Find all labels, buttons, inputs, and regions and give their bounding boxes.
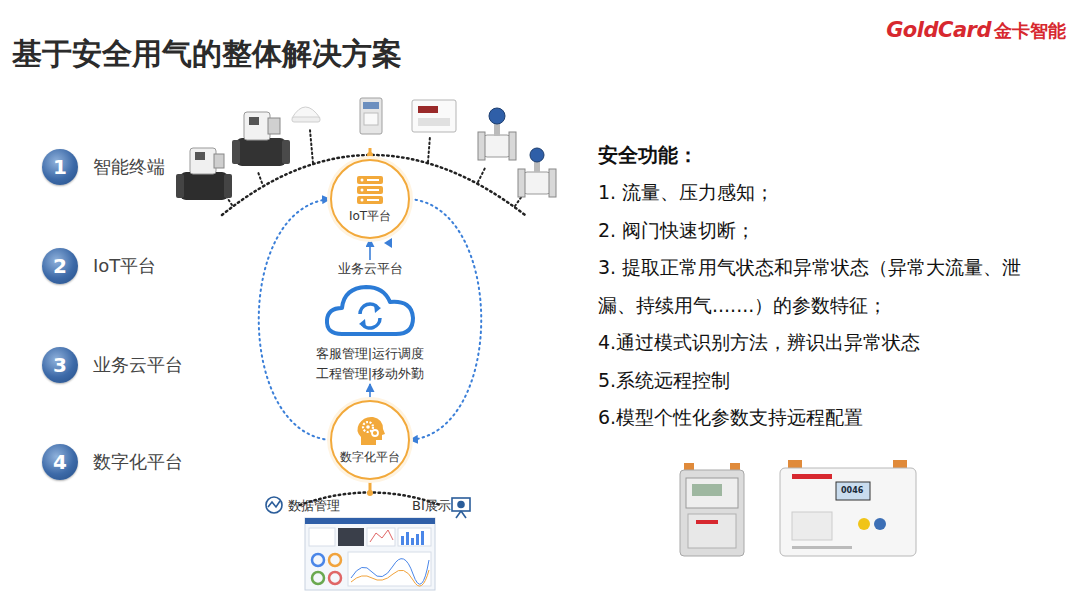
list-step: 2 IoT平台	[42, 248, 156, 284]
cloud-platform: 业务云平台客服管理|运行调度工程管理|移动外勤	[295, 260, 445, 384]
platform-label: IoT平台	[349, 208, 391, 225]
server-icon	[353, 174, 387, 206]
caption-label: 数据管理	[288, 497, 340, 515]
list-item: 5.系统远程控制	[598, 362, 1023, 400]
step-label: 智能终端	[93, 155, 165, 179]
sensor-device	[292, 107, 320, 122]
valve-device	[176, 148, 232, 200]
service-line: 客服管理|运行调度	[316, 344, 424, 364]
logo-text: 金卡智能	[994, 19, 1066, 43]
step-label: 数字化平台	[93, 450, 183, 474]
list-step: 3 业务云平台	[42, 347, 183, 383]
platform-circle: 数字化平台	[330, 400, 410, 480]
list-heading: 安全功能：	[598, 137, 1023, 174]
gear-head-icon	[353, 415, 387, 447]
controller-device	[412, 100, 456, 132]
list-item: 1. 流量、压力感知；	[598, 174, 1023, 212]
gas-meter	[680, 463, 744, 556]
logo-text: GoldCard	[886, 18, 991, 42]
flowmeter-device	[518, 148, 556, 197]
list-item: 4.通过模式识别方法，辨识出异常状态	[598, 324, 1023, 362]
list-step: 1 智能终端	[42, 149, 165, 185]
dashboard-screenshot	[305, 518, 435, 590]
list-item: 2. 阀门快速切断；	[598, 212, 1023, 250]
flow-arrow	[369, 239, 371, 260]
platform-label: 数字化平台	[340, 449, 400, 466]
callout-number: 2	[42, 248, 78, 284]
cloud-icon	[322, 280, 418, 340]
flow-arrow	[369, 384, 371, 400]
caption-label: BI展示	[412, 497, 451, 515]
platform-circle: IoT平台	[330, 159, 410, 239]
step-label: 业务云平台	[93, 353, 183, 377]
platform-label: 业务云平台	[338, 260, 403, 278]
feature-list: 安全功能：1. 流量、压力感知；2. 阀门快速切断；3. 提取正常用气状态和异常…	[598, 137, 1023, 437]
list-item: 6.模型个性化参数支持远程配置	[598, 399, 1023, 437]
service-line: 工程管理|移动外勤	[316, 364, 424, 384]
company-logo: GoldCard金卡智能	[886, 18, 1066, 43]
gas-meter	[780, 460, 916, 556]
data-icon	[266, 497, 282, 513]
meter-display: 0046	[841, 486, 863, 495]
meter-device	[360, 98, 382, 134]
list-step: 4 数字化平台	[42, 444, 183, 480]
callout-number: 4	[42, 444, 78, 480]
slide-title: 基于安全用气的整体解决方案	[12, 34, 402, 75]
step-label: IoT平台	[93, 254, 156, 278]
bi-icon	[452, 498, 470, 518]
orange-dot	[367, 490, 373, 496]
arrow-mark	[384, 238, 392, 248]
callout-number: 3	[42, 347, 78, 383]
valve-device	[232, 112, 290, 166]
list-item: 3. 提取正常用气状态和异常状态（异常大流量、泄漏、持续用气.......）的参…	[598, 249, 1023, 324]
dotted-flow-arc	[259, 199, 330, 440]
callout-number: 1	[42, 149, 78, 185]
dotted-flow-arc	[410, 199, 481, 440]
orange-dot	[367, 152, 373, 158]
flowmeter-device	[478, 108, 516, 160]
